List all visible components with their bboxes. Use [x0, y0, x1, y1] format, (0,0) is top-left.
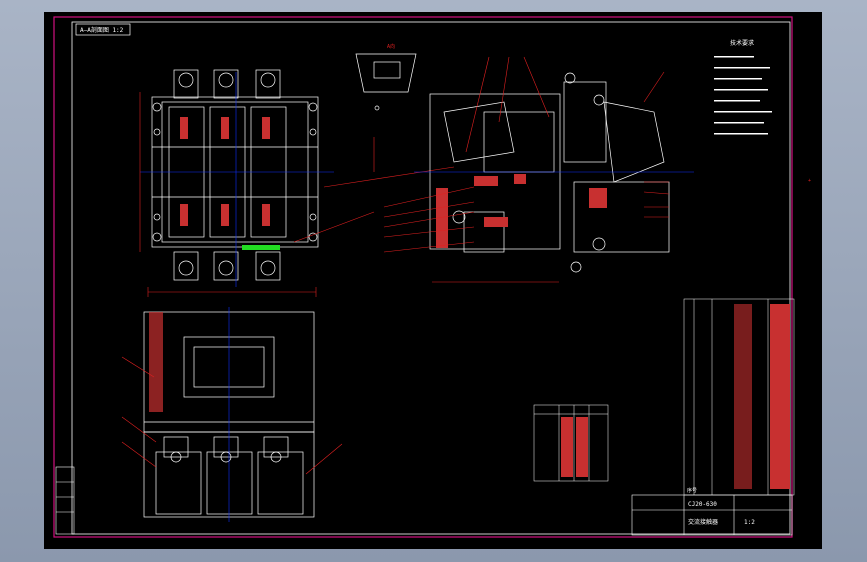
- drawing-svg: A—A剖面图 1:2: [53, 16, 811, 538]
- nameplate: [355, 53, 417, 111]
- section-leaders: [121, 356, 343, 475]
- tech-req-title: 技术要求: [730, 39, 754, 47]
- section-tag-box: [75, 23, 131, 36]
- parts-list-header: 序号: [687, 487, 697, 494]
- edge-marker: +: [808, 178, 811, 184]
- sheet-border: [53, 16, 793, 538]
- contact-springs: [180, 117, 270, 226]
- section-tag-text: A—A剖面图 1:2: [80, 26, 124, 34]
- inner-frame: [71, 21, 791, 535]
- tech-req-lines: [714, 56, 772, 135]
- title-scale: 1:2: [744, 519, 755, 526]
- title-block: [631, 494, 793, 536]
- small-table-cells: [561, 417, 588, 477]
- green-highlight: [242, 245, 280, 250]
- nameplate-label: A向: [387, 43, 395, 50]
- section-hatch: [149, 312, 163, 412]
- title-name: 交流接触器: [688, 518, 718, 526]
- drawing-canvas[interactable]: A—A剖面图 1:2: [44, 12, 822, 549]
- small-table: [533, 404, 609, 482]
- plan-view: [151, 69, 319, 281]
- side-view-coils: [436, 174, 607, 248]
- side-view: [429, 72, 670, 273]
- dimensions-plan: [139, 92, 455, 297]
- side-view-leaders: [383, 56, 670, 283]
- left-stamp-boxes: [55, 466, 75, 535]
- title-code: CJ20-630: [688, 501, 717, 508]
- parts-list-codes: [734, 304, 790, 489]
